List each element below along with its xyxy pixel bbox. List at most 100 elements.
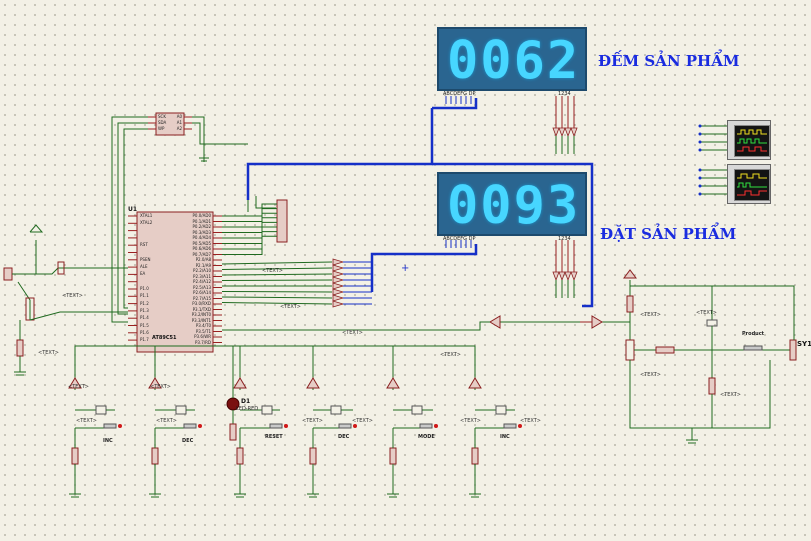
wire: [629, 360, 771, 429]
pin-label: P2.7/A15: [193, 295, 211, 301]
wire: [128, 345, 476, 390]
text-tag: <TEXT>: [352, 418, 373, 424]
pushbutton-led-icon: [284, 424, 288, 428]
counter-segment-pins-label: ABCDEFG DP: [443, 91, 476, 97]
text-tag: <TEXT>: [262, 268, 283, 274]
pin-label: P0.7/AD7: [192, 251, 211, 257]
wire: [255, 196, 276, 209]
pushbutton-led-icon: [518, 424, 522, 428]
buffer-triangle: [332, 294, 345, 302]
pushbutton-led-icon: [434, 424, 438, 428]
text-tag: <TEXT>: [440, 352, 461, 358]
text-tag: <TEXT>: [640, 312, 661, 318]
power-arrow: [29, 224, 44, 233]
pin-label: P0.2/AD2: [192, 224, 211, 229]
text-tag: <TEXT>: [342, 330, 363, 336]
pin-label: P1.4: [140, 315, 149, 321]
pin-label: P2.4/A12: [193, 279, 211, 284]
data-bus: [370, 244, 478, 292]
data-bus: [432, 162, 594, 308]
pushbutton-led-icon: [198, 424, 202, 428]
pin-label: P0.4/AD4: [192, 235, 211, 240]
digit-driver: [552, 271, 560, 282]
mcu-body: [136, 211, 214, 353]
power-arrow-icon: [306, 377, 320, 389]
pin-label: P3.5/T1: [195, 328, 211, 334]
button-label-inc-1: INC: [103, 438, 113, 444]
counter-7seg-display[interactable]: 0062: [437, 27, 587, 91]
probe-dot: [698, 148, 702, 152]
pin-label: P2.0/A8: [195, 257, 211, 262]
wire: [222, 212, 277, 228]
oscilloscope-1[interactable]: [727, 120, 771, 160]
oscilloscope-2[interactable]: [727, 164, 771, 204]
buffer-triangle: [332, 288, 345, 296]
pin-label: P3.3/INT1: [191, 317, 211, 323]
pushbutton-led-icon: [353, 424, 357, 428]
capacitor-icon: [495, 405, 507, 415]
pushbutton-icon: [743, 345, 763, 351]
wire: [222, 203, 277, 217]
wire: [630, 285, 795, 340]
pin-label: A1: [176, 120, 182, 125]
capacitor-icon: [261, 405, 273, 415]
crosshair-cursor-icon: +: [401, 263, 410, 274]
pin-label: P2.5/A13: [193, 284, 211, 290]
text-tag: <TEXT>: [38, 350, 59, 356]
capacitor-icon: [411, 405, 423, 415]
wire: [221, 267, 333, 270]
text-tag: <TEXT>: [720, 392, 741, 398]
pin-label: P0.0/AD0: [192, 213, 211, 218]
wire: [221, 261, 333, 265]
text-tag: <TEXT>: [150, 384, 171, 390]
probe-dot: [698, 176, 702, 180]
wire: [111, 116, 148, 323]
mcu-part: AT89C51: [152, 335, 177, 341]
wire: [221, 296, 333, 299]
power-arrow-icon: [386, 377, 400, 389]
pin-label: WP: [158, 126, 165, 131]
text-tag: <TEXT>: [280, 304, 301, 310]
pin-label: P1.1: [140, 293, 149, 299]
counter-digit-pins-label: 1234: [558, 91, 571, 97]
capacitor-icon: [95, 405, 107, 415]
resistor: [626, 295, 634, 313]
power-arrow-icon: [233, 377, 247, 389]
wire: [123, 128, 148, 309]
wire: [12, 240, 37, 275]
wire: [222, 221, 277, 239]
pin-label: P1.0: [140, 286, 149, 291]
pushbutton-icon: [269, 423, 283, 429]
setpoint-7seg-display[interactable]: 0093: [437, 172, 587, 236]
wire: [74, 345, 128, 390]
resistor: [389, 447, 397, 465]
pin-label: ALE: [140, 264, 148, 270]
counter-digits: 0062: [447, 31, 581, 91]
pin-label: P0.5/AD5: [192, 240, 211, 246]
pushbutton-icon: [103, 423, 117, 429]
pin-label: A0: [176, 114, 182, 119]
button-label-dec-2: DEC: [338, 434, 350, 440]
buffer-triangle: [591, 315, 603, 329]
digit-driver: [570, 127, 578, 138]
led-ref: D1: [241, 398, 251, 405]
pin-label: XTAL2: [140, 220, 153, 226]
wire: [222, 321, 490, 331]
pushbutton-icon: [503, 423, 517, 429]
pin-label: P1.6: [140, 329, 149, 335]
resistor: [16, 339, 24, 357]
resistor: [471, 447, 479, 465]
pin-label: P1.2: [140, 300, 149, 306]
mcu-ref: U1: [128, 206, 138, 213]
buffer-triangle: [489, 315, 501, 329]
wire: [221, 279, 333, 281]
probe-dot: [698, 124, 702, 128]
text-tag: <TEXT>: [460, 418, 481, 424]
text-tag: <TEXT>: [520, 418, 541, 424]
led-part: LED-RED: [236, 406, 259, 412]
probe-dot: [698, 140, 702, 144]
scope-screen-icon: [734, 125, 770, 157]
pin-label: XTAL1: [140, 213, 153, 218]
text-tag: <TEXT>: [640, 372, 661, 378]
